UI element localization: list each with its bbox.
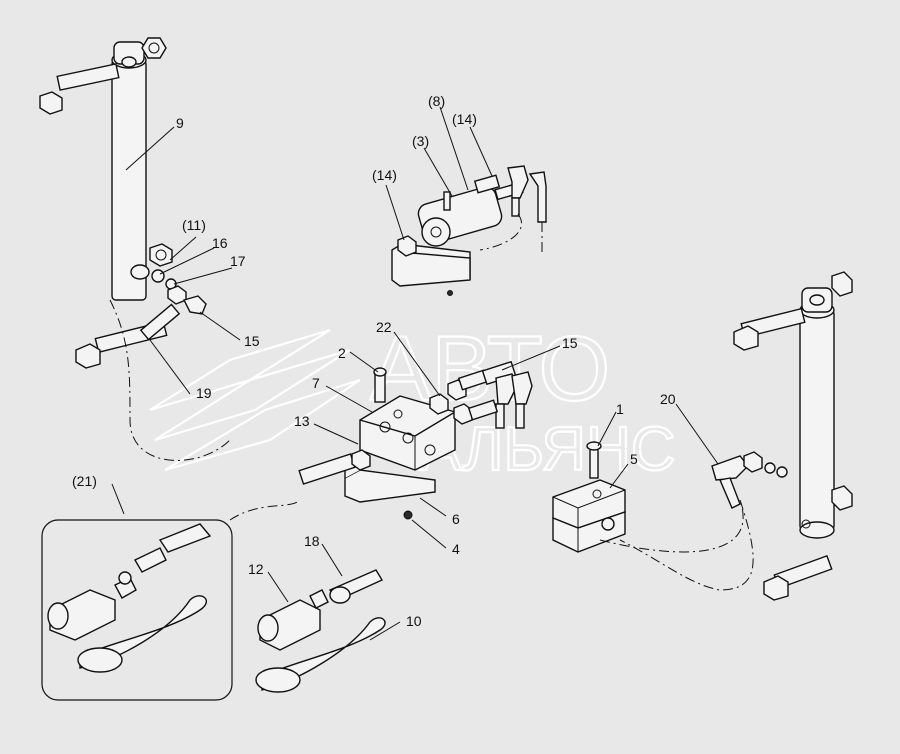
leader-lines bbox=[111, 106, 719, 641]
callout-16: 16 bbox=[212, 235, 228, 251]
callout-22: 22 bbox=[376, 319, 392, 335]
callout-14-top: (14) bbox=[452, 111, 477, 127]
callout-12: 12 bbox=[248, 561, 264, 577]
callout-9: 9 bbox=[176, 115, 184, 131]
callout-7: 7 bbox=[312, 375, 320, 391]
clamp-block bbox=[552, 441, 626, 553]
callout-14-left: (14) bbox=[372, 167, 397, 183]
callout-5: 5 bbox=[630, 451, 638, 467]
callout-8: (8) bbox=[428, 93, 445, 109]
callout-15-left: 15 bbox=[244, 333, 260, 349]
callout-6: 6 bbox=[452, 511, 460, 527]
watermark-logo-icon bbox=[149, 328, 361, 472]
cylinder-left bbox=[39, 37, 207, 369]
solenoid-valve-group bbox=[391, 165, 547, 296]
hose-routing bbox=[109, 299, 754, 591]
callout-15-right: 15 bbox=[562, 335, 578, 351]
callout-19: 19 bbox=[196, 385, 212, 401]
callout-1: 1 bbox=[616, 401, 624, 417]
callout-20: 20 bbox=[660, 391, 676, 407]
distribution-block bbox=[298, 360, 533, 520]
callout-labels: 9 (11) 16 17 15 19 (8) (3) (14) (14) 22 … bbox=[72, 93, 676, 629]
callout-4: 4 bbox=[452, 541, 460, 557]
callout-2: 2 bbox=[338, 345, 346, 361]
cylinder-right bbox=[711, 271, 853, 601]
callout-10: 10 bbox=[406, 613, 422, 629]
callout-13: 13 bbox=[294, 413, 310, 429]
coupling-kit bbox=[41, 499, 744, 701]
watermark-line2: АЛЬЯНС bbox=[420, 415, 676, 484]
callout-21: (21) bbox=[72, 473, 97, 489]
callout-17: 17 bbox=[230, 253, 246, 269]
callout-18: 18 bbox=[304, 533, 320, 549]
callout-3: (3) bbox=[412, 133, 429, 149]
callout-11: (11) bbox=[182, 217, 206, 233]
